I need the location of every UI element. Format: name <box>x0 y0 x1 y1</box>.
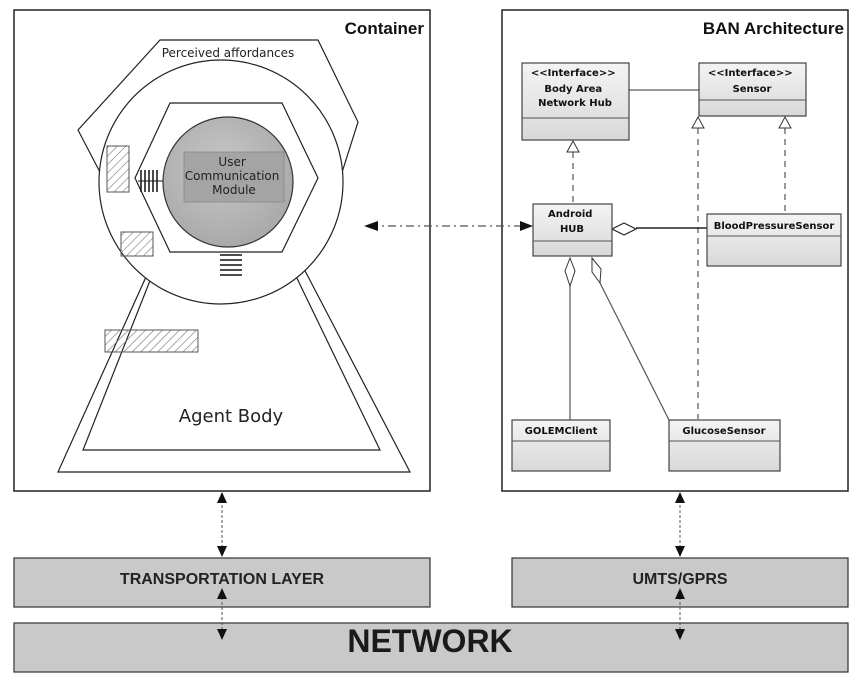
arrowhead-transport-up <box>217 588 227 599</box>
container-ban-arrow-right <box>520 221 533 231</box>
sensor-name: Sensor <box>733 84 772 95</box>
ban-architecture-panel: BAN Architecture <<Interface>> Body Area… <box>501 9 849 492</box>
golem-client-label: GOLEMClient <box>525 426 598 437</box>
hub-name-line-1: Body Area <box>544 84 602 95</box>
aggregation-glucose <box>599 282 670 421</box>
glucose-sensor-label: GlucoseSensor <box>682 426 765 437</box>
aggregation-diamond-bloodpressure <box>610 222 638 236</box>
user-communication-module-label: User Communication Module <box>185 155 283 197</box>
vertical-connectors <box>217 492 685 640</box>
arrowhead-network-down-left <box>217 629 227 640</box>
hatched-port-small <box>120 231 154 257</box>
port-vertical-lines <box>138 170 163 192</box>
realization-arrowhead-sensor-right <box>778 115 792 129</box>
interface-body-area-network-hub: <<Interface>> Body Area Network Hub <box>521 62 630 141</box>
agent-body-label: Agent Body <box>179 406 284 427</box>
module-line-3: Module <box>212 183 256 197</box>
arrowhead-umts-down <box>675 546 685 557</box>
module-line-2: Communication <box>185 169 280 183</box>
hatched-port-tall <box>106 145 130 193</box>
perceived-affordances-label: Perceived affordances <box>162 46 295 60</box>
realization-arrowhead-sensor-left <box>691 115 705 129</box>
android-hub-line-2: HUB <box>560 224 584 235</box>
realization-arrowhead-hub <box>566 139 580 153</box>
arrowhead-ban-up <box>675 492 685 503</box>
android-hub-line-1: Android <box>548 209 592 220</box>
hub-stereotype: <<Interface>> <box>531 68 616 79</box>
hub-interface-text: <<Interface>> Body Area Network Hub <box>531 68 619 109</box>
class-glucose-sensor: GlucoseSensor <box>668 419 781 472</box>
hatched-port-wide <box>104 329 199 353</box>
interface-sensor: <<Interface>> Sensor <box>698 62 807 117</box>
android-hub-text: Android HUB <box>548 209 596 235</box>
hub-name-line-2: Network Hub <box>538 98 612 109</box>
sensor-interface-text: <<Interface>> Sensor <box>708 68 796 95</box>
class-android-hub: Android HUB <box>532 203 613 257</box>
port-horizontal-lines <box>220 254 242 276</box>
class-blood-pressure-sensor: BloodPressureSensor <box>706 213 842 267</box>
container-panel: Container Perceived affordances User Com… <box>13 9 431 492</box>
network-label: NETWORK <box>347 623 512 659</box>
arrowhead-umts-up <box>675 588 685 599</box>
user-communication-module-box <box>183 151 285 203</box>
transportation-layer-label: TRANSPORTATION LAYER <box>120 571 325 588</box>
class-golem-client: GOLEMClient <box>511 419 611 472</box>
module-line-1: User <box>218 155 245 169</box>
container-title: Container <box>345 19 425 38</box>
aggregation-diamond-glucose <box>591 256 602 285</box>
sensor-stereotype: <<Interface>> <box>708 68 793 79</box>
ban-title: BAN Architecture <box>703 19 844 38</box>
arrowhead-transport-down <box>217 546 227 557</box>
arrowhead-network-down-right <box>675 629 685 640</box>
umts-gprs-label: UMTS/GPRS <box>632 571 727 588</box>
network-box <box>13 622 849 673</box>
container-ban-arrow-left <box>364 221 378 231</box>
blood-pressure-sensor-label: BloodPressureSensor <box>714 221 835 232</box>
arrowhead-container-up <box>217 492 227 503</box>
aggregation-diamond-golem <box>564 256 576 288</box>
